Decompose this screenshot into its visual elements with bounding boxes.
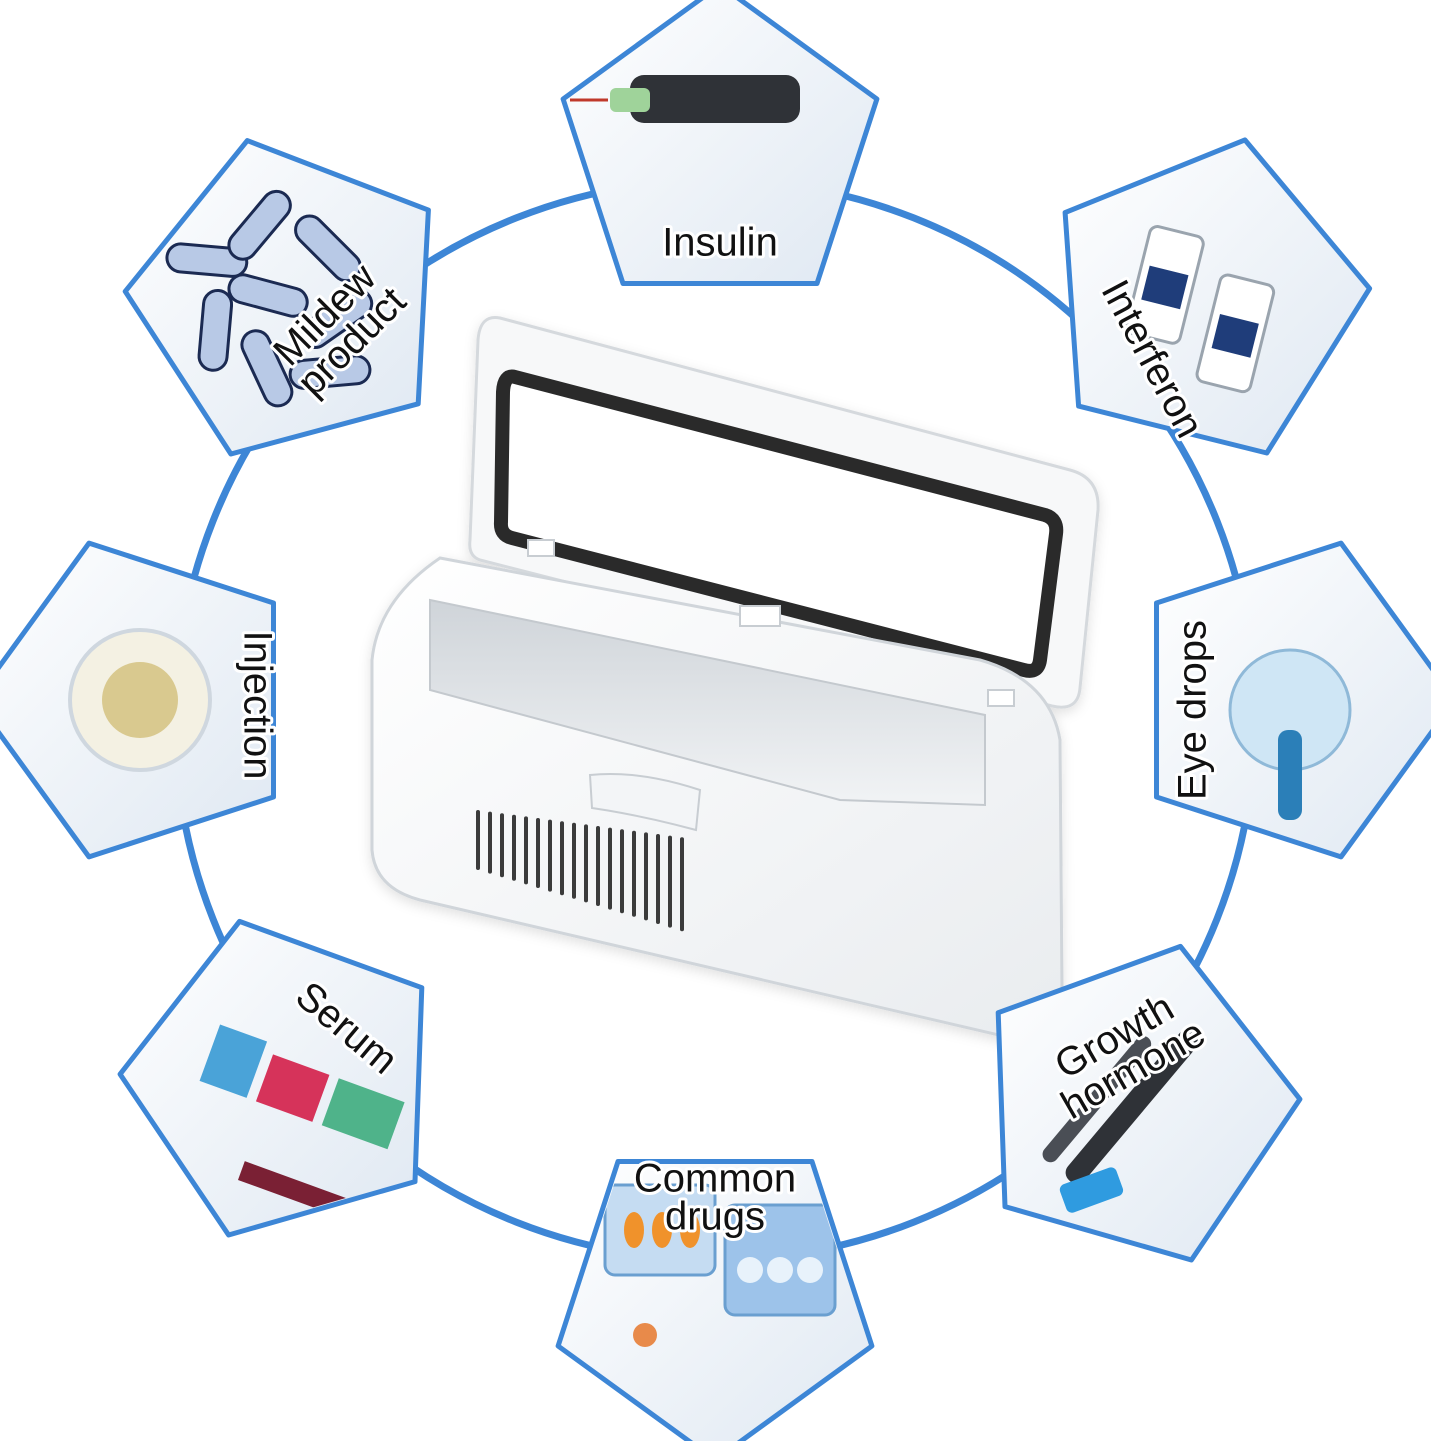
insulin-pen-icon <box>570 75 800 123</box>
hinge-right <box>987 689 1015 707</box>
ampoule-icon <box>68 628 212 772</box>
lid-gasket <box>493 369 1064 678</box>
badge-serum: Serum <box>117 918 425 1238</box>
bacteria-icon <box>165 189 374 408</box>
badge-insulin: Insulin <box>560 0 880 286</box>
cooler-cavity <box>429 598 986 807</box>
vial-icon <box>1125 225 1276 394</box>
pill-box-icon <box>603 1183 837 1347</box>
badge-label: Eye drops <box>1171 620 1215 800</box>
hinge-center <box>739 605 781 627</box>
portable-medicine-cooler-icon <box>370 315 1100 1042</box>
badge-label: Common <box>634 1157 796 1201</box>
badge-label: drugs <box>665 1195 765 1239</box>
badge-interferon: Interferon <box>1062 137 1373 456</box>
badge-eye-drops: Eye drops <box>1154 540 1431 860</box>
cooler-latch <box>588 773 702 832</box>
cooler-vents <box>476 810 684 932</box>
badge-label: Injection <box>235 631 279 780</box>
badge-injection: Injection <box>0 540 282 860</box>
hinge-left <box>527 539 555 557</box>
badge-frame <box>560 0 880 286</box>
badge-label: Insulin <box>662 221 778 265</box>
injection-pen-icon <box>1042 1024 1203 1213</box>
dropper-icon <box>1228 648 1352 820</box>
